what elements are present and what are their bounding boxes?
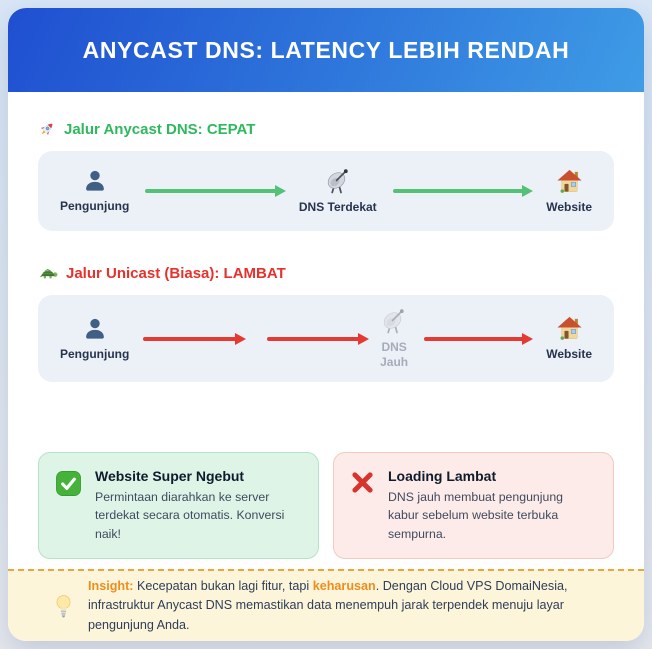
good-card-title: Website Super Ngebut (95, 468, 245, 484)
fast-section-heading: Jalur Anycast DNS: CEPAT (38, 120, 614, 138)
bad-result-card: Loading Lambat DNS jauh membuat pengunju… (333, 452, 614, 560)
person-icon (82, 168, 108, 194)
node-label: DNS Terdekat (298, 200, 377, 214)
header: ANYCAST DNS: LATENCY LEBIH RENDAH (8, 8, 644, 92)
result-cards: Website Super Ngebut Permintaan diarahka… (38, 452, 614, 560)
node-label: Pengunjung (60, 199, 130, 213)
house-icon (556, 315, 583, 342)
check-icon (55, 470, 82, 543)
fast-dns-node: DNS Terdekat (299, 167, 377, 215)
good-result-card: Website Super Ngebut Permintaan diarahka… (38, 452, 319, 560)
section-anycast-fast: Jalur Anycast DNS: CEPAT Pengunjung (38, 120, 614, 231)
section-unicast-slow: Jalur Unicast (Biasa): LAMBAT Pengunjung (38, 265, 614, 382)
red-arrow (424, 336, 531, 341)
cross-icon (350, 470, 375, 543)
satellite-dish-icon (380, 307, 408, 335)
bad-card-title: Loading Lambat (388, 468, 497, 484)
content-area: Jalur Anycast DNS: CEPAT Pengunjung (8, 92, 644, 569)
red-arrow (143, 336, 243, 341)
red-arrow (266, 336, 367, 341)
long-path-arrows (143, 336, 367, 341)
infographic-card: ANYCAST DNS: LATENCY LEBIH RENDAH (8, 8, 644, 641)
node-label: Website (546, 199, 592, 214)
fast-section-title: Jalur Anycast DNS: CEPAT (64, 120, 256, 138)
good-card-body: Permintaan diarahkan ke server terdekat … (95, 490, 285, 541)
insight-label: Insight: (88, 578, 134, 593)
node-label: Website (546, 347, 592, 361)
person-icon (82, 316, 108, 342)
green-arrow (392, 189, 531, 193)
insight-text: Insight: Kecepatan bukan lagi fitur, tap… (88, 577, 608, 636)
slow-section-heading: Jalur Unicast (Biasa): LAMBAT (38, 265, 614, 282)
insight-bar: Insight: Kecepatan bukan lagi fitur, tap… (8, 569, 644, 641)
turtle-icon (38, 266, 58, 281)
insight-highlight: keharusan (312, 578, 376, 593)
house-icon (556, 168, 583, 195)
lightbulb-icon (54, 593, 73, 620)
slow-website-node: Website (546, 315, 592, 362)
insight-body-1: Kecepatan bukan lagi fitur, tapi (136, 578, 310, 593)
bad-card-body: DNS jauh membuat pengunjung kabur sebelu… (388, 490, 564, 541)
slow-visitor-node: Pengunjung (60, 316, 129, 362)
slow-section-title: Jalur Unicast (Biasa): LAMBAT (66, 265, 286, 282)
fast-website-node: Website (546, 168, 592, 215)
bad-card-text: Loading Lambat DNS jauh membuat pengunju… (388, 468, 597, 543)
satellite-dish-icon (324, 167, 352, 195)
fast-lane: Pengunjung D (38, 151, 614, 231)
page-title: ANYCAST DNS: LATENCY LEBIH RENDAH (82, 36, 570, 63)
rocket-icon (38, 120, 56, 138)
insight-body-2: . Dengan Cloud VPS DomaiNesia, infrastru… (88, 578, 568, 632)
slow-lane: Pengunjung (38, 295, 614, 382)
green-arrow (145, 189, 283, 193)
node-label: Pengunjung (60, 346, 130, 361)
fast-visitor-node: Pengunjung (60, 168, 129, 214)
good-card-text: Website Super Ngebut Permintaan diarahka… (95, 468, 302, 543)
